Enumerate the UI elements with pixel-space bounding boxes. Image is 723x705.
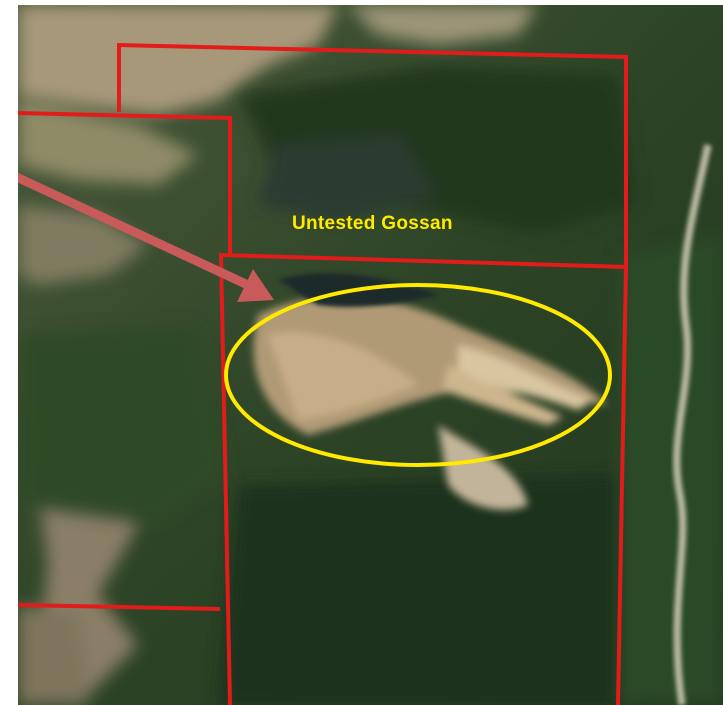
claim-boundary-northwest — [18, 111, 232, 257]
satellite-image — [18, 5, 723, 705]
claim-boundary-central — [218, 252, 629, 705]
arrow-pointer-icon — [18, 172, 274, 302]
claim-boundaries — [18, 42, 629, 705]
river — [672, 144, 712, 705]
white-frame-left — [0, 0, 18, 705]
forest-areas — [18, 65, 723, 705]
white-frame-top — [18, 0, 723, 5]
claim-boundary-southwest — [18, 603, 221, 611]
gossan-ellipse — [224, 283, 612, 467]
claim-boundary-north — [117, 42, 628, 275]
gossan-area — [253, 296, 608, 510]
annotation-label: Untested Gossan — [292, 213, 453, 234]
